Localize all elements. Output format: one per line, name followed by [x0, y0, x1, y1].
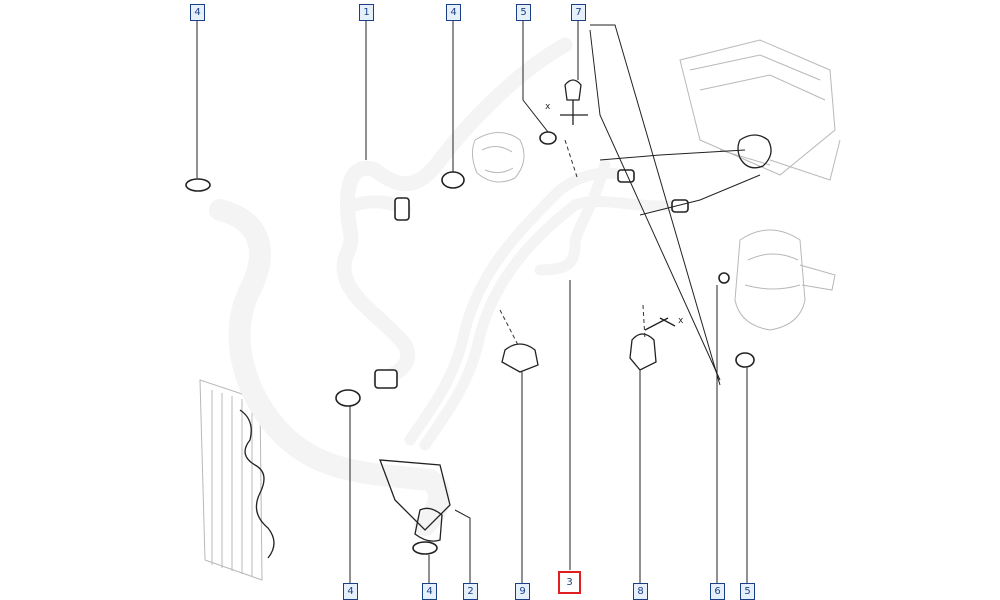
heater-housing-outline	[679, 39, 841, 181]
clip-9	[501, 343, 539, 373]
callout-7: 7	[571, 4, 586, 21]
main-hose	[209, 199, 450, 536]
callout-4-bottom-left: 4	[343, 583, 358, 600]
callout-8: 8	[633, 583, 648, 600]
axis-x-label-screw: x	[545, 102, 551, 112]
water-pump-outline	[471, 132, 525, 183]
callout-9: 9	[515, 583, 530, 600]
clamps	[185, 131, 755, 555]
expansion-tank-outline	[734, 229, 836, 331]
clip-8	[629, 317, 676, 371]
assembly-guides	[499, 24, 761, 386]
axis-x-label-clip: x	[678, 316, 684, 326]
bleed-screw	[560, 79, 588, 125]
leader-lines	[196, 19, 748, 583]
radiator-outline	[199, 379, 275, 581]
callout-1: 1	[359, 4, 374, 21]
callout-3-highlighted[interactable]: 3	[558, 571, 581, 594]
callout-5-bottom: 5	[740, 583, 755, 600]
callout-4-top-right: 4	[446, 4, 461, 21]
callout-5-top: 5	[516, 4, 531, 21]
callout-4-top: 4	[190, 4, 205, 21]
callout-2: 2	[463, 583, 478, 600]
callout-6: 6	[710, 583, 725, 600]
junction-piece	[379, 459, 451, 542]
callout-4-bottom: 4	[422, 583, 437, 600]
heater-pipes	[404, 159, 686, 451]
